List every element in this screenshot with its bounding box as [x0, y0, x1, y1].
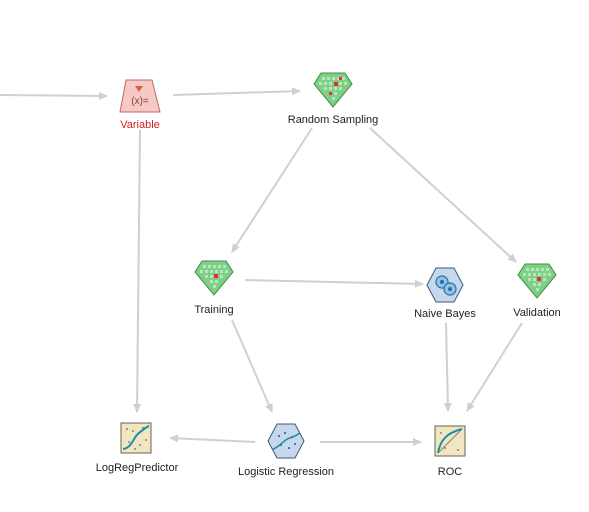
node-naive-bayes[interactable]: Naive Bayes [414, 267, 476, 320]
node-random-sampling[interactable]: Random Sampling [288, 72, 379, 126]
edge-training-to-logistic-regression [231, 319, 273, 413]
edges [0, 87, 523, 446]
node-roc[interactable]: ROC [434, 425, 466, 478]
edge-logistic-regression-to-logreg-predictor [169, 434, 256, 443]
edge-variable-to-random-sampling [172, 87, 301, 96]
node-random-sampling-label: Random Sampling [288, 114, 379, 126]
edge-training-to-naive-bayes [244, 279, 424, 288]
node-training[interactable]: Training [194, 260, 234, 316]
node-roc-label: ROC [438, 466, 463, 478]
node-validation[interactable]: Validation [513, 263, 561, 319]
edge-naive-bayes-to-roc [443, 322, 452, 412]
node-logistic-regression[interactable]: Logistic Regression [238, 423, 334, 478]
sampling-gem-icon [194, 260, 234, 296]
node-validation-label: Validation [513, 307, 561, 319]
sampling-gem-icon [313, 72, 353, 108]
node-variable[interactable]: (x)= Variable [119, 79, 161, 131]
roc-plot-icon [434, 425, 466, 457]
edge-input-to-variable [0, 91, 108, 100]
edge-variable-to-logreg-predictor [133, 129, 142, 413]
predictor-plot-icon [120, 422, 152, 454]
variable-icon: (x)= [119, 79, 161, 113]
node-training-label: Training [194, 304, 233, 316]
edge-random-sampling-to-training [231, 127, 313, 253]
naive-bayes-hex-icon [426, 267, 464, 303]
svg-text:(x)=: (x)= [131, 96, 149, 107]
node-naive-bayes-label: Naive Bayes [414, 308, 476, 320]
logistic-regression-hex-icon [267, 423, 305, 459]
edge-validation-to-roc [466, 322, 523, 412]
edge-random-sampling-to-validation [369, 127, 517, 263]
node-variable-label: Variable [120, 119, 160, 131]
node-logreg-predictor-label: LogRegPredictor [96, 462, 179, 474]
sampling-gem-icon [517, 263, 557, 299]
node-logreg-predictor[interactable]: LogRegPredictor [96, 422, 179, 474]
node-logistic-regression-label: Logistic Regression [238, 466, 334, 478]
